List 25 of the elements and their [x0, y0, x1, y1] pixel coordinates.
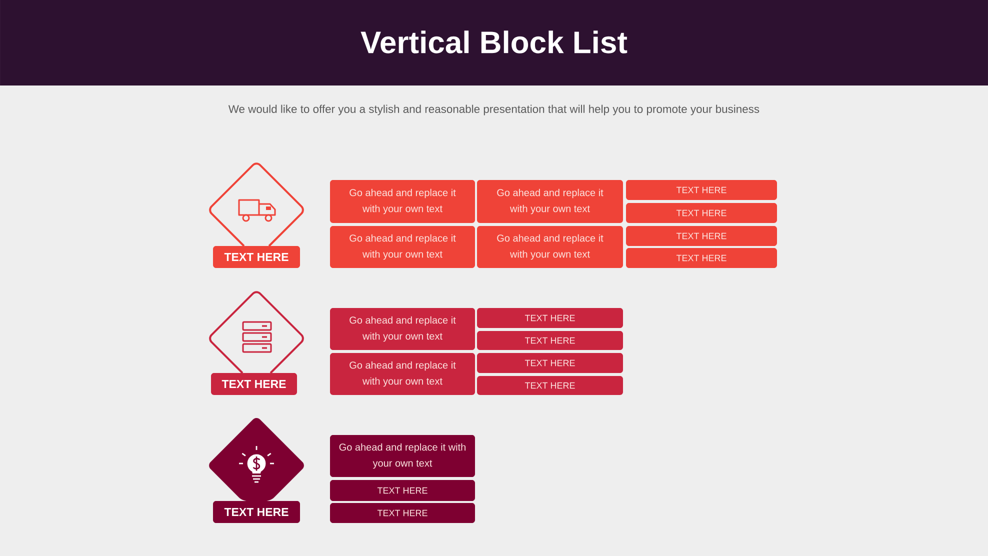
- text-box: Go ahead and replace it with your own text: [477, 180, 623, 223]
- text-box: Go ahead and replace it with your own text: [330, 180, 475, 223]
- text-box: Go ahead and replace it with your own text: [330, 435, 475, 477]
- diamond-frame: [209, 418, 304, 501]
- text-box: Go ahead and replace it with your own text: [330, 308, 475, 350]
- text-box: TEXT HERE: [330, 503, 475, 523]
- heading-box: TEXT HERE: [213, 501, 300, 523]
- text-box: TEXT HERE: [626, 203, 777, 223]
- text-box: TEXT HERE: [330, 480, 475, 501]
- subtitle: We would like to offer you a stylish and reasonable presentation that will help you to promote your business: [228, 104, 760, 116]
- heading-box: TEXT HERE: [211, 373, 297, 395]
- text-box: TEXT HERE: [477, 376, 623, 395]
- heading-box: TEXT HERE: [213, 246, 300, 268]
- diamond-frame: [209, 162, 304, 247]
- text-box: Go ahead and replace it with your own text: [330, 353, 475, 395]
- title: Vertical Block List: [360, 30, 628, 54]
- diamond-frame: [209, 291, 304, 374]
- text-box: Go ahead and replace it with your own text: [330, 226, 475, 268]
- text-box: TEXT HERE: [477, 331, 623, 350]
- text-box: TEXT HERE: [626, 248, 777, 268]
- text-box: TEXT HERE: [477, 353, 623, 373]
- text-box: TEXT HERE: [477, 308, 623, 328]
- text-box: TEXT HERE: [626, 180, 777, 200]
- text-box: TEXT HERE: [626, 226, 777, 246]
- text-box: Go ahead and replace it with your own text: [477, 226, 623, 268]
